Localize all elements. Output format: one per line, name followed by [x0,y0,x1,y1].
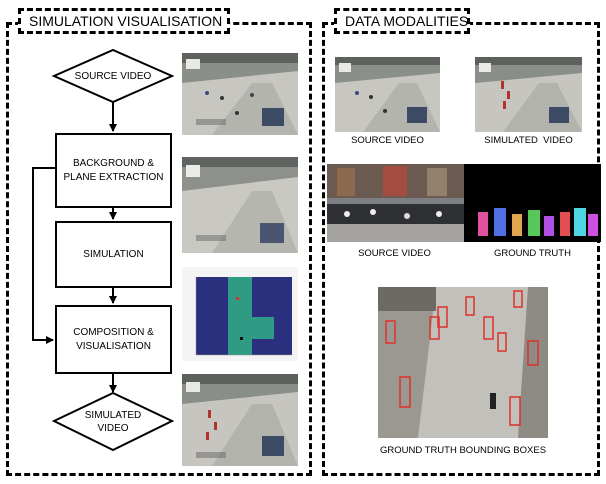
modality-source-video-image [335,57,440,132]
background-label-line1: BACKGROUND & [72,157,155,169]
simulated-video-label: SIMULATED VIDEO [66,408,160,436]
source-video-thumbnail [182,53,298,135]
modality-bounding-boxes-image [378,287,548,438]
composition-label-line2: VISUALISATION [76,340,151,352]
background-plane-extraction-box: BACKGROUND & PLANE EXTRACTION [55,133,172,208]
simulated-video-thumbnail [182,374,298,466]
composition-label-line1: COMPOSITION & [73,326,154,338]
simulated-video-diamond [51,391,175,452]
caption-simulated-video: SIMULATED VIDEO [484,135,573,146]
simulation-occupancy-plot [182,267,298,361]
composition-visualisation-box: COMPOSITION & VISUALISATION [55,305,172,374]
simulated-label-line1: SIMULATED [84,410,142,421]
simulated-label-line2: VIDEO [97,423,129,434]
data-modalities-title: DATA MODALITIES [334,8,470,34]
caption-ground-truth-bounding-boxes: GROUND TRUTH BOUNDING BOXES [379,445,547,456]
caption-source-video-top: SOURCE VIDEO [351,135,424,146]
simulation-label: SIMULATION [83,248,144,260]
background-thumbnail [182,157,298,253]
arrow-background-bypass [32,167,55,344]
modality-ground-truth-segmentation [464,164,601,242]
background-label-line2: PLANE EXTRACTION [63,171,164,183]
source-video-label: SOURCE VIDEO [74,70,152,82]
modality-crowd-source-image [327,164,464,242]
caption-source-video-mid: SOURCE VIDEO [358,248,431,259]
simulation-box: SIMULATION [55,221,172,288]
simulation-visualisation-title: SIMULATION VISUALISATION [18,8,230,34]
caption-ground-truth: GROUND TRUTH [494,248,571,259]
modality-simulated-video-image [475,57,582,132]
